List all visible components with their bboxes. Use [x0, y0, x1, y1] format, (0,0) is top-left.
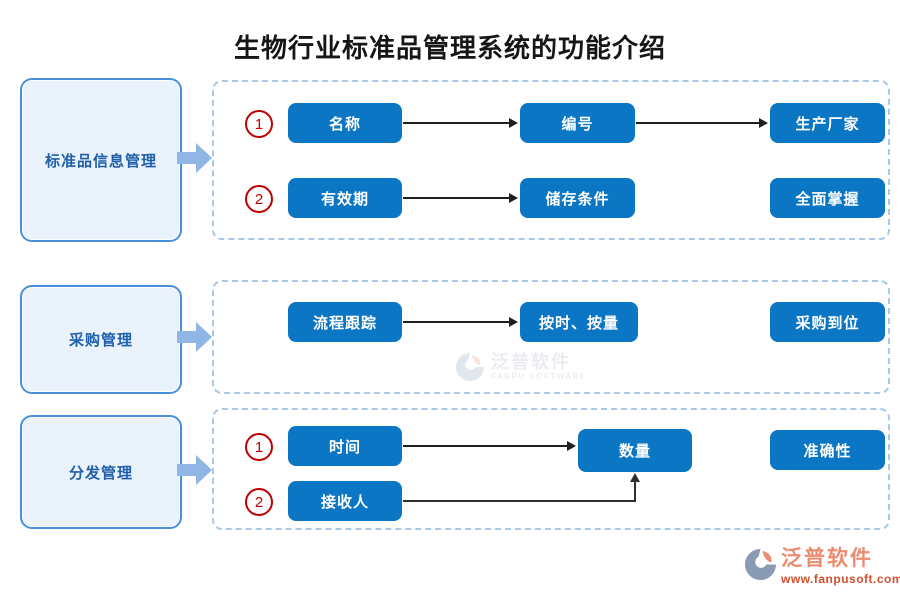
page-title: 生物行业标准品管理系统的功能介绍 — [233, 34, 666, 63]
category-box-distribution: 分发管理 — [20, 415, 182, 529]
watermark: 泛普软件 FANPU SOFTWARE — [455, 352, 587, 382]
node-storage-condition: 储存条件 — [520, 178, 635, 218]
arrowhead-up-icon — [630, 473, 640, 482]
category-box-standard-info: 标准品信息管理 — [20, 78, 182, 242]
right-block-arrow-icon — [177, 455, 213, 485]
node-manufacturer: 生产厂家 — [770, 103, 885, 143]
category-label: 标准品信息管理 — [44, 152, 157, 170]
node-name: 名称 — [288, 103, 402, 143]
arrow-number-to-manufacturer-icon — [636, 118, 768, 128]
node-process-tracking: 流程跟踪 — [288, 302, 402, 342]
node-number: 编号 — [520, 103, 635, 143]
circled-number-1-icon: 1 — [245, 110, 273, 138]
node-full-grasp: 全面掌握 — [770, 178, 885, 218]
category-box-procurement: 采购管理 — [20, 285, 182, 394]
right-block-arrow-icon — [177, 143, 213, 173]
category-label: 分发管理 — [68, 464, 133, 482]
arrow-tracking-to-ontime-icon — [403, 317, 518, 327]
watermark-name: 泛普软件 — [491, 352, 571, 372]
brand-website: www.fanpusoft.com — [781, 572, 900, 586]
node-quantity: 数量 — [578, 429, 692, 472]
circled-number-2-icon: 2 — [245, 185, 273, 213]
arrow-validity-to-storage-icon — [403, 193, 518, 203]
circled-number-2-icon: 2 — [245, 488, 273, 516]
brand-footer: 泛普软件 www.fanpusoft.com — [744, 548, 900, 585]
fanpu-logo-icon — [744, 548, 777, 581]
fanpu-logo-icon — [455, 352, 485, 382]
arrow-name-to-number-icon — [403, 118, 518, 128]
brand-name: 泛普软件 — [781, 547, 873, 570]
node-accuracy: 准确性 — [770, 430, 885, 470]
elbow-line-vertical-icon — [634, 480, 636, 502]
node-time: 时间 — [288, 426, 402, 466]
elbow-line-horizontal-icon — [403, 500, 636, 502]
node-on-time-on-quantity: 按时、按量 — [520, 302, 638, 342]
node-validity: 有效期 — [288, 178, 402, 218]
node-procurement-in-place: 采购到位 — [770, 302, 885, 342]
arrow-time-to-quantity-icon — [403, 441, 576, 451]
node-recipient: 接收人 — [288, 481, 402, 521]
right-block-arrow-icon — [177, 322, 213, 352]
watermark-subtitle: FANPU SOFTWARE — [491, 372, 587, 381]
category-label: 采购管理 — [68, 332, 133, 349]
circled-number-1-icon: 1 — [245, 433, 273, 461]
